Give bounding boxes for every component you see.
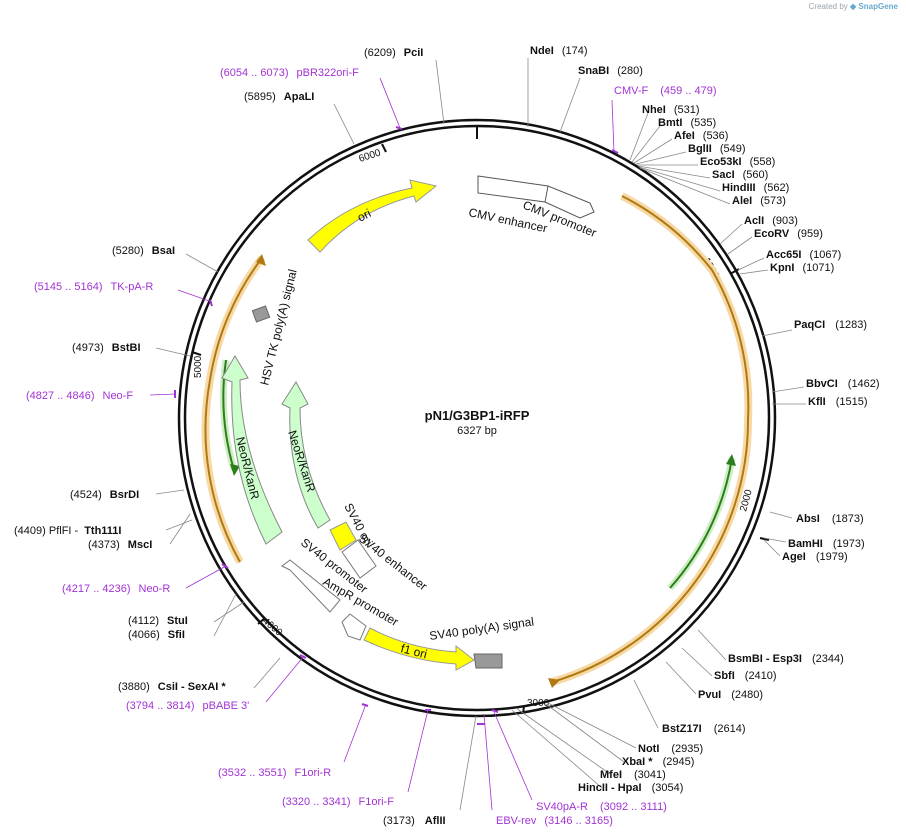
- feature-neor-outer[interactable]: [221, 355, 283, 545]
- snapgene-credit: Created by ◆ SnapGene: [809, 2, 898, 11]
- primer-label-ebv-rev: EBV-rev(3146 .. 3165): [496, 815, 613, 827]
- tick-3000: 3000: [527, 698, 550, 709]
- site-label-bamhi: BamHI(1973): [788, 538, 865, 550]
- site-label-bglii: BglII(549): [688, 143, 746, 155]
- orf-arc-left: [204, 257, 263, 563]
- feature-hsv-tk-polya[interactable]: [251, 305, 271, 323]
- site-label-aflii: (3173)AflII: [383, 815, 446, 827]
- site-label-msci: (4373)MscI: [88, 539, 152, 551]
- site-label-bmti: BmtI(535): [658, 117, 716, 129]
- site-label-hindiii: HindIII(562): [722, 182, 789, 194]
- primer-label-pbabe3: (3794 .. 3814)pBABE 3': [126, 700, 249, 712]
- feature-sv40-enhancer[interactable]: [341, 539, 377, 579]
- site-label-pvui: PvuI(2480): [698, 689, 763, 701]
- site-label-saci: SacI(560): [712, 169, 768, 181]
- site-label-kpni: KpnI(1071): [770, 262, 834, 274]
- site-label-acli: AclI(903): [744, 215, 798, 227]
- site-label-acc65i: Acc65I(1067): [766, 249, 841, 261]
- feature-f1-ori[interactable]: [363, 627, 475, 671]
- feature-cmv-divider: [544, 185, 549, 203]
- orf-green-left-arrowhead: [230, 464, 240, 476]
- site-label-mfei: MfeI(3041): [600, 769, 666, 781]
- site-label-stui: (4112)StuI: [128, 615, 188, 627]
- site-label-apali: (5895)ApaLI: [244, 91, 314, 103]
- primer-label-f1ori-r: (3532 .. 3551)F1ori-R: [218, 767, 331, 779]
- feature-label-sv40-polya: SV40 poly(A) signal: [428, 614, 534, 643]
- site-label-bsmbi-esp3i: BsmBI - Esp3I(2344): [728, 653, 844, 665]
- coordinate-ticks: [191, 143, 770, 715]
- site-label-hincii-hpai: HincII - HpaI(3054): [578, 782, 683, 794]
- primer-label-pbr322ori-f: (6054 .. 6073)pBR322ori-F: [220, 67, 359, 79]
- site-label-bsai: (5280)BsaI: [112, 245, 175, 257]
- primer-label-neo-r: (4217 .. 4236)Neo-R: [62, 583, 170, 595]
- snapgene-logo-icon: ◆: [850, 2, 857, 11]
- site-label-ecorv: EcoRV(959): [754, 228, 823, 240]
- site-label-bbvci: BbvCI(1462): [806, 378, 880, 390]
- plasmid-length: 6327 bp: [457, 425, 497, 437]
- orf-green-right: [669, 457, 733, 589]
- feature-label-hsv-tk-polya: HSV TK poly(A) signal: [257, 268, 299, 387]
- primer-label-cmv-f: CMV-F(459 .. 479): [614, 85, 717, 97]
- orf-arrowhead-left: [256, 254, 266, 266]
- site-label-agei: AgeI(1979): [782, 551, 848, 563]
- site-label-afei: AfeI(536): [674, 130, 728, 142]
- primer-marks: [174, 126, 619, 725]
- site-label-tth111i: (4409) PflFI -Tth111I: [14, 525, 121, 537]
- feature-ori[interactable]: [307, 179, 438, 253]
- site-label-bsrdi: (4524)BsrDI: [70, 489, 139, 501]
- orf-green-left: [222, 359, 235, 471]
- site-label-alei: AleI(573): [732, 195, 786, 207]
- feature-label-f1-ori: f1 ori: [399, 641, 428, 661]
- feature-sv40-polya[interactable]: [473, 653, 503, 669]
- site-label-bstbi: (4973)BstBI: [72, 342, 141, 354]
- feature-ampr-promoter[interactable]: [341, 613, 367, 641]
- site-label-eco53ki: Eco53kI(558): [700, 156, 775, 168]
- primer-label-tk-pa-r: (5145 .. 5164)TK-pA-R: [34, 281, 153, 293]
- site-label-absi: AbsI(1873): [796, 513, 864, 525]
- tick-5000: 5000: [193, 355, 204, 378]
- site-label-snabi: SnaBI(280): [578, 65, 643, 77]
- primer-label-neo-f: (4827 .. 4846)Neo-F: [26, 390, 133, 402]
- site-label-noti: NotI(2935): [638, 743, 703, 755]
- site-label-xbai: XbaI *(2945): [622, 756, 694, 768]
- site-label-sbfi: SbfI(2410): [714, 670, 777, 682]
- site-leaders: [155, 58, 806, 811]
- primer-label-sv40pa-r: SV40pA-R(3092 .. 3111): [536, 801, 667, 813]
- site-label-sfii: (4066)SfiI: [128, 629, 185, 641]
- site-label-kfli: KflI(1515): [808, 396, 868, 408]
- site-label-bstz17i: BstZ17I(2614): [662, 723, 746, 735]
- plasmid-name: pN1/G3BP1-iRFP: [425, 408, 530, 423]
- site-label-pcii: (6209)PciI: [364, 47, 423, 59]
- feature-cmv-arrow[interactable]: [477, 175, 595, 219]
- feature-sv40-ori[interactable]: [329, 521, 357, 551]
- orf-arrowhead-main: [548, 678, 560, 688]
- orf-green-right-arrowhead: [726, 454, 736, 466]
- feature-neor-inner[interactable]: [281, 381, 331, 529]
- backbone-outer: [177, 118, 777, 718]
- credit-app: SnapGene: [858, 2, 898, 11]
- primer-label-f1ori-f: (3320 .. 3341)F1ori-F: [282, 796, 394, 808]
- primer-leaders: [149, 77, 615, 811]
- site-label-csii-sexai: (3880)CsiI - SexAI *: [118, 681, 226, 693]
- orf-arc-main-glow: [550, 192, 753, 686]
- feature-sv40-promoter[interactable]: [281, 559, 341, 613]
- site-label-ndei: NdeI(174): [530, 45, 588, 57]
- site-label-nhei: NheI(531): [642, 104, 700, 116]
- credit-text: Created by: [808, 2, 848, 11]
- orf-arc-main: [551, 195, 750, 683]
- feature-label-ori: ori: [355, 206, 373, 225]
- site-label-paqci: PaqCI(1283): [794, 319, 867, 331]
